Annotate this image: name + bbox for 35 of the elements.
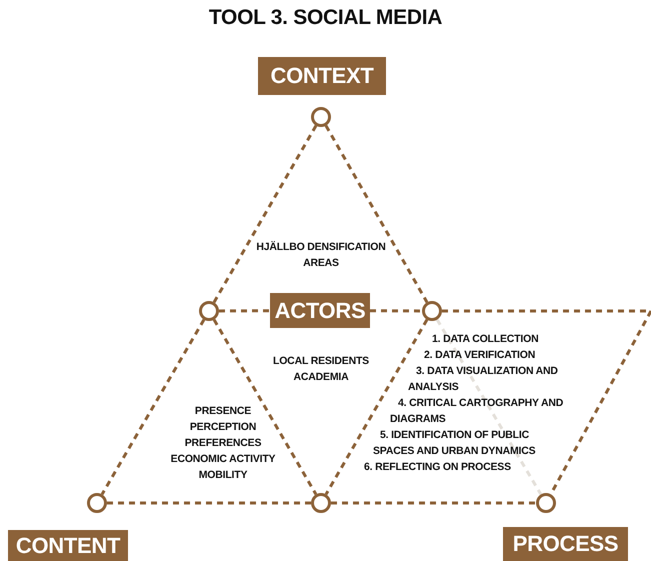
- text-label: ACADEMIA: [292, 370, 350, 385]
- node-circle: [536, 493, 556, 513]
- node-circle: [199, 301, 219, 321]
- text-label: 6. REFLECTING ON PROCESS: [364, 460, 512, 475]
- text-label: MOBILITY: [198, 468, 248, 483]
- text-label: ECONOMIC ACTIVITY: [170, 452, 276, 467]
- text-label: LOCAL RESIDENTS: [272, 354, 370, 369]
- dashed-connector: [212, 124, 318, 304]
- dashed-connector: [100, 318, 206, 496]
- dashed-connector: [219, 309, 270, 312]
- text-label: PERCEPTION: [188, 420, 258, 435]
- category-label: PROCESS: [503, 527, 628, 561]
- dashed-connector: [324, 124, 428, 304]
- node-circle: [422, 301, 442, 321]
- text-label: 5. IDENTIFICATION OF PUBLIC SPACES AND URBAN DYNAMICS: [373, 428, 536, 459]
- dashed-connector: [436, 318, 542, 496]
- dashed-connector: [331, 502, 536, 504]
- category-label: ACTORS: [270, 293, 370, 328]
- dashed-connector: [324, 318, 428, 496]
- text-label: 3. DATA VISUALIZATION AND ANALYSIS: [408, 364, 559, 395]
- text-label: 2. DATA VERIFICATION: [424, 348, 536, 363]
- text-label: HJÄLLBO DENSIFICATION AREAS: [255, 240, 387, 271]
- text-label: PREFERENCES: [184, 436, 262, 451]
- category-label: CONTENT: [8, 530, 128, 561]
- text-label: PRESENCE: [194, 404, 252, 419]
- title: TOOL 3. SOCIAL MEDIA: [208, 6, 444, 30]
- category-label: CONTEXT: [258, 57, 386, 95]
- node-circle: [311, 493, 331, 513]
- node-circle: [87, 493, 107, 513]
- dashed-connector: [370, 309, 422, 312]
- dashed-connector: [107, 502, 311, 504]
- dashed-connector: [212, 318, 318, 496]
- text-label: 4. CRITICAL CARTOGRAPHY AND DIAGRAMS: [390, 396, 564, 427]
- text-label: 1. DATA COLLECTION: [432, 332, 540, 347]
- node-circle: [311, 107, 331, 127]
